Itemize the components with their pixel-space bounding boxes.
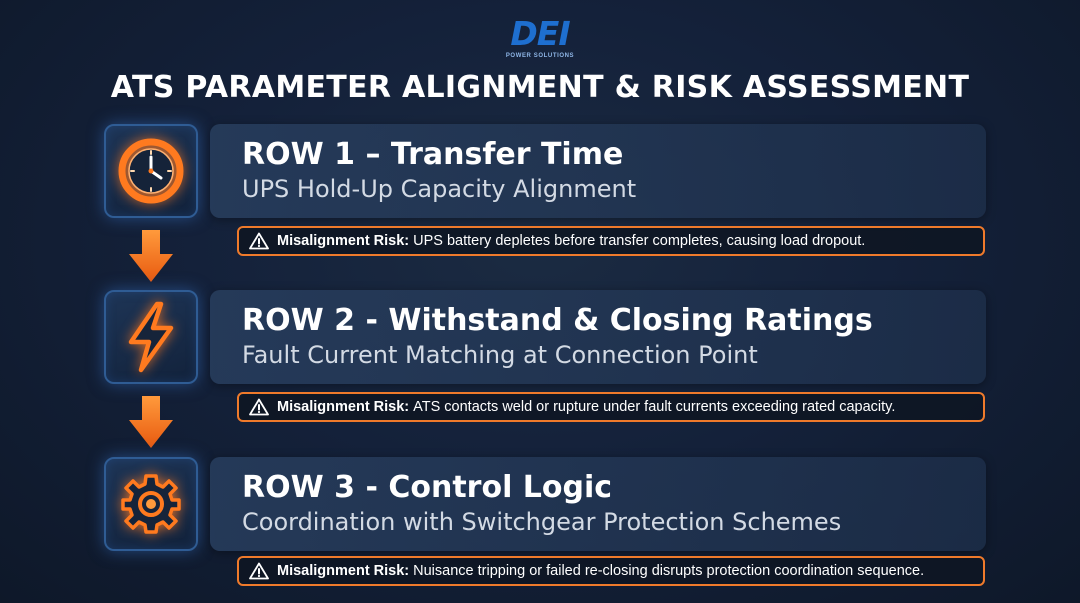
warning-icon <box>249 398 269 416</box>
logo-tagline: POWER SOLUTIONS <box>505 53 575 59</box>
row-1-subtitle: UPS Hold-Up Capacity Alignment <box>242 175 637 203</box>
row-1-risk-box: Misalignment Risk: UPS battery depletes … <box>237 226 985 256</box>
lightning-icon <box>128 301 174 373</box>
logo-wordmark: DEI <box>510 14 570 53</box>
row-2-subtitle: Fault Current Matching at Connection Poi… <box>242 341 758 369</box>
row-1-card: ROW 1 – Transfer Time UPS Hold-Up Capaci… <box>210 124 986 218</box>
row-1-title: ROW 1 – Transfer Time <box>242 137 624 172</box>
gear-icon <box>121 474 181 534</box>
risk-label: Misalignment Risk: <box>277 233 410 249</box>
row-3-title: ROW 3 - Control Logic <box>242 470 613 505</box>
risk-text: UPS battery depletes before transfer com… <box>413 233 866 249</box>
row-3-subtitle: Coordination with Switchgear Protection … <box>242 508 842 536</box>
down-arrow-icon <box>126 228 176 284</box>
risk-text: ATS contacts weld or rupture under fault… <box>413 399 896 415</box>
risk-text: Nuisance tripping or failed re-closing d… <box>413 563 925 579</box>
row-2-card: ROW 2 - Withstand & Closing Ratings Faul… <box>210 290 986 384</box>
row-3-card: ROW 3 - Control Logic Coordination with … <box>210 457 986 551</box>
row-2-icon-box <box>104 290 198 384</box>
row-2-title: ROW 2 - Withstand & Closing Ratings <box>242 303 873 338</box>
row-2-risk-box: Misalignment Risk: ATS contacts weld or … <box>237 392 985 422</box>
risk-label: Misalignment Risk: <box>277 563 410 579</box>
page-title: ATS PARAMETER ALIGNMENT & RISK ASSESSMEN… <box>110 70 970 105</box>
warning-icon <box>249 232 269 250</box>
warning-icon <box>249 562 269 580</box>
down-arrow-icon <box>126 394 176 450</box>
company-logo: DEI POWER SOLUTIONS <box>498 16 582 62</box>
row-1-icon-box <box>104 124 198 218</box>
row-3-risk-box: Misalignment Risk: Nuisance tripping or … <box>237 556 985 586</box>
risk-label: Misalignment Risk: <box>277 399 410 415</box>
row-3-icon-box <box>104 457 198 551</box>
clock-icon <box>118 138 184 204</box>
